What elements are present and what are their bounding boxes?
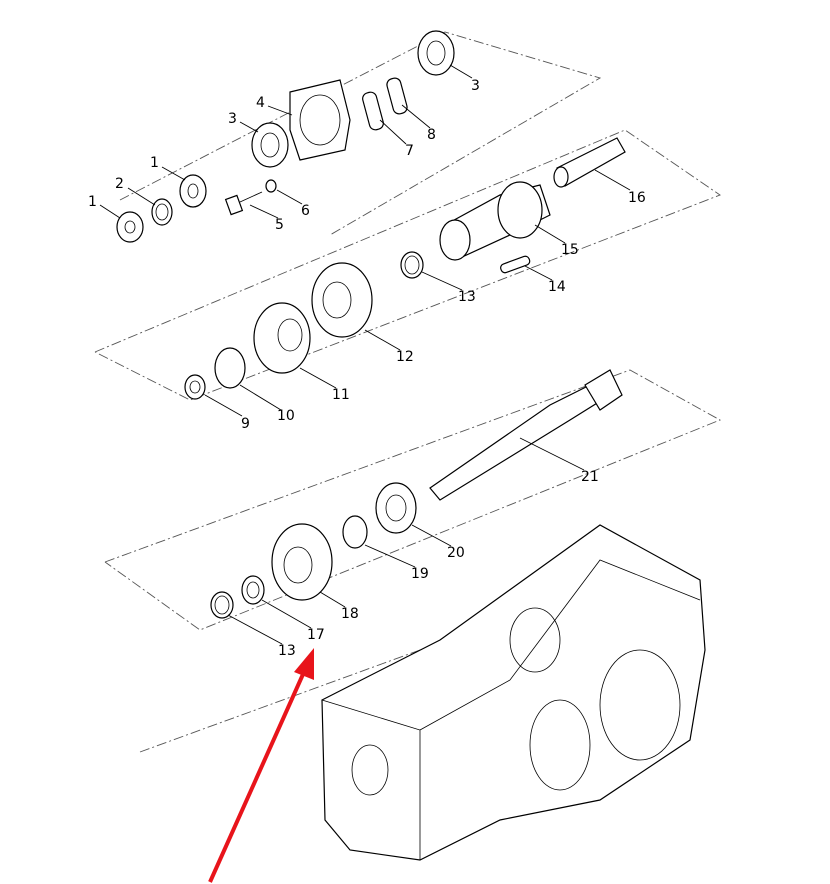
callout-3a: 3 xyxy=(228,111,237,127)
washer-17 xyxy=(241,575,265,605)
callout-17: 17 xyxy=(307,627,325,643)
callout-5: 5 xyxy=(275,217,284,233)
bearing-housing-4 xyxy=(289,79,351,161)
leader-lines xyxy=(99,64,631,645)
callout-11: 11 xyxy=(332,387,350,403)
callout-13a: 13 xyxy=(458,289,476,305)
key-14 xyxy=(500,255,531,274)
nut-1b xyxy=(179,174,207,208)
callout-1a: 1 xyxy=(88,194,97,210)
needle-bearing-13b xyxy=(210,591,234,619)
callout-4: 4 xyxy=(256,95,265,111)
callout-18: 18 xyxy=(341,606,359,622)
circlip-10 xyxy=(214,347,246,389)
circlip-19 xyxy=(342,515,368,549)
callout-20: 20 xyxy=(447,545,465,561)
callout-10: 10 xyxy=(277,408,295,424)
washer-6 xyxy=(265,179,277,193)
plate-7 xyxy=(362,91,384,131)
callout-12: 12 xyxy=(396,349,414,365)
gear-12 xyxy=(311,262,373,338)
gear-18 xyxy=(271,523,333,601)
bearing-3b xyxy=(417,30,455,76)
callout-6: 6 xyxy=(301,203,310,219)
assembly-boundary-middle xyxy=(94,129,721,401)
plate-8 xyxy=(386,77,408,115)
callout-16: 16 xyxy=(628,190,646,206)
bearing-3a xyxy=(251,122,289,168)
callout-3b: 3 xyxy=(471,78,480,94)
callout-8: 8 xyxy=(427,127,436,143)
callout-2: 2 xyxy=(115,176,124,192)
callout-19: 19 xyxy=(411,566,429,582)
shaft-21 xyxy=(429,369,623,501)
bolt-5 xyxy=(224,191,263,216)
callout-15: 15 xyxy=(561,242,579,258)
callout-13b: 13 xyxy=(278,643,296,659)
callout-7: 7 xyxy=(405,143,414,159)
gear-cluster-15 xyxy=(439,181,551,261)
assembly-boundary-housing xyxy=(139,649,421,753)
assembly-boundary-lower xyxy=(104,369,722,631)
assembly-boundary-top xyxy=(119,31,602,236)
transmission-housing xyxy=(321,524,706,861)
bearing-20 xyxy=(375,482,417,534)
callout-14: 14 xyxy=(548,279,566,295)
washer-9 xyxy=(184,374,206,400)
callout-9: 9 xyxy=(241,416,250,432)
callout-1b: 1 xyxy=(150,155,159,171)
sleeve-16 xyxy=(553,137,626,188)
needle-bearing-13a xyxy=(400,251,424,279)
nut-1a xyxy=(116,211,144,243)
callout-21: 21 xyxy=(581,469,599,485)
washer-2 xyxy=(151,198,173,226)
highlight-arrow xyxy=(208,648,314,883)
gear-11 xyxy=(253,302,311,374)
